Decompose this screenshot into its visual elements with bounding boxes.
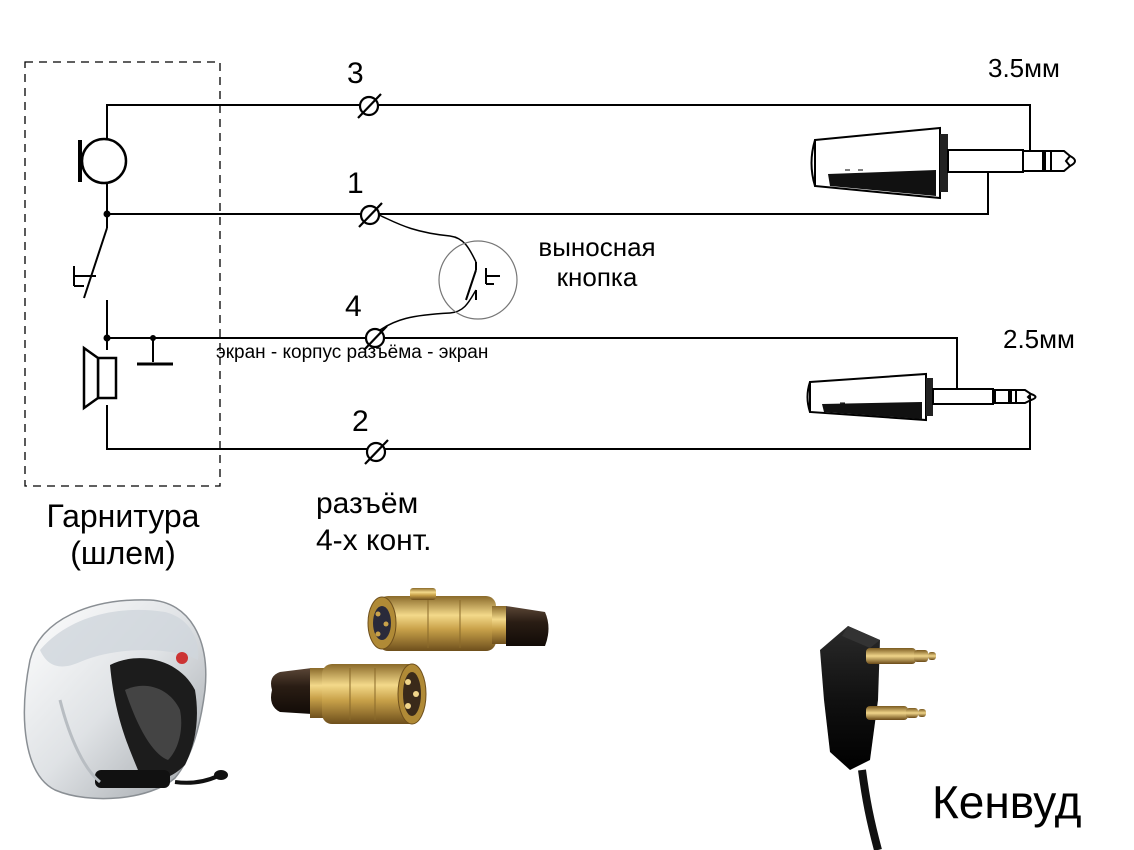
shield-note: экран - корпус разъёма - экран — [216, 342, 489, 363]
connector-caption-line1: разъём — [316, 487, 419, 520]
remote-button-label-line1: выносная — [538, 232, 656, 262]
connector-caption: разъём 4-х конт. — [316, 486, 431, 559]
headset-caption: Гарнитура (шлем) — [28, 498, 218, 572]
xlr-male-connector-image — [271, 663, 427, 725]
wire-3 — [106, 104, 1031, 155]
pin-1-label: 1 — [347, 167, 364, 200]
xlr-female-connector-image — [367, 588, 549, 651]
remote-button-label-line2: кнопка — [556, 261, 638, 292]
connector-caption-line2: 4-х конт. — [316, 523, 432, 557]
headset-caption-line2: (шлем) — [70, 534, 176, 571]
kenwood-plug-image — [820, 626, 936, 850]
remote-button-label: выносная кнопка — [527, 232, 667, 293]
wire-2 — [106, 396, 1031, 450]
pin-3-label: 3 — [347, 57, 364, 90]
plug-2-5mm-icon — [806, 372, 1037, 422]
plug-3-5mm-label: 3.5мм — [988, 53, 1060, 83]
remote-button — [378, 214, 518, 331]
helmet-image — [23, 599, 228, 800]
brand-label: Кенвуд — [932, 776, 1082, 828]
speaker-icon — [82, 345, 118, 411]
wires — [83, 104, 1031, 450]
pin-1-symbol — [358, 202, 383, 228]
pin-4-label: 4 — [345, 290, 362, 323]
ptt-switch-icon — [73, 266, 96, 287]
headset-caption-line1: Гарнитура — [46, 498, 200, 534]
pin-2-symbol — [364, 439, 389, 465]
wire-1 — [106, 168, 989, 215]
plug-2-5mm-label: 2.5мм — [1003, 324, 1075, 354]
microphone-icon — [78, 137, 128, 185]
junction-dots — [103, 210, 156, 342]
headset-boundary — [24, 61, 221, 487]
pin-3-symbol — [357, 93, 382, 119]
pin-2-label: 2 — [352, 405, 369, 438]
pin-4-symbol — [363, 325, 388, 351]
plug-3-5mm-icon — [810, 126, 1076, 200]
connector-pin-symbols — [357, 93, 389, 465]
